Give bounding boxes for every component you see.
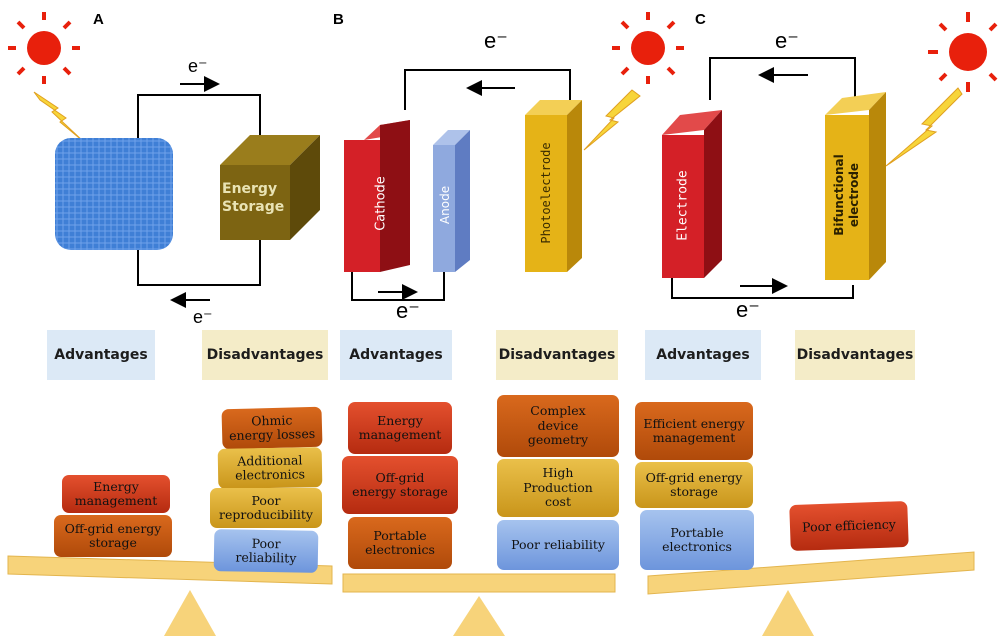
disadvantages-header-a: Disadvantages [202, 330, 328, 380]
storage-cube [220, 135, 320, 240]
sun-icon-a [8, 12, 80, 84]
electron-label-b-top: e⁻ [484, 28, 508, 53]
panel-label-c: C [695, 11, 706, 28]
advantages-header-a: Advantages [47, 330, 155, 380]
electrode-label: Electrode [675, 170, 691, 241]
bifunctional-electrode-label: Bifunctional electrode [832, 154, 861, 236]
circuit-b [351, 69, 571, 301]
disadvantage-block-b-3: Poor reliability [497, 520, 619, 570]
electrode-plate [662, 110, 722, 278]
panel-label-a: A [93, 11, 104, 28]
electron-label-b-bottom: e⁻ [396, 298, 420, 323]
circuit-a [137, 94, 261, 286]
bifunctional-electrode-plate [825, 92, 886, 280]
photoelectrode-label: Photoelectrode [539, 142, 553, 244]
lightning-bolt-icon-c [885, 87, 963, 167]
electron-label-c-top: e⁻ [775, 28, 799, 53]
advantage-block-c-3: Portable electronics [640, 510, 754, 570]
panel-label-b: B [333, 11, 344, 28]
advantage-block-c-1: Efficient energy management [635, 402, 753, 460]
advantage-block-b-3: Portable electronics [348, 517, 452, 569]
circuit-c [671, 57, 856, 299]
advantage-block-b-2: Off-grid energy storage [342, 456, 458, 514]
anode-plate [433, 130, 470, 272]
lightning-bolt-icon-b [583, 89, 641, 151]
anode-label: Anode [438, 185, 452, 225]
disadvantages-header-c: Disadvantages [795, 330, 915, 380]
advantage-block-a-1: Energy management [62, 475, 170, 513]
disadvantage-block-a-4: Poor reliability [213, 529, 319, 573]
advantages-header-b: Advantages [340, 330, 452, 380]
cathode-label: Cathode [373, 176, 389, 231]
advantage-block-a-2: Off-grid energy storage [54, 515, 172, 557]
electron-label-a-top: e⁻ [188, 56, 208, 76]
disadvantage-block-b-2: High Production cost [497, 459, 619, 517]
disadvantage-block-b-1: Complex device geometry [497, 395, 619, 457]
disadvantage-block-a-2: Additional electronics [217, 447, 323, 489]
advantage-block-b-1: Energy management [348, 402, 452, 454]
balance-c [647, 551, 975, 636]
sun-icon-b [612, 12, 684, 84]
disadvantage-block-a-1: Ohmic energy losses [221, 406, 323, 450]
disadvantage-block-a-3: Poor reproducibility [210, 488, 322, 528]
advantage-block-c-2: Off-grid energy storage [635, 462, 753, 508]
disadvantages-header-b: Disadvantages [496, 330, 618, 380]
disadvantage-block-c-1: Poor efficiency [789, 500, 909, 552]
photoelectrode-plate [525, 100, 582, 272]
cathode-plate [344, 120, 410, 272]
solar-panel [55, 138, 173, 250]
balance-b [342, 573, 616, 636]
electron-label-c-bottom: e⁻ [736, 297, 760, 322]
electron-label-a-bottom: e⁻ [193, 307, 213, 327]
sun-icon-c [928, 12, 998, 92]
lightning-bolt-icon-a [33, 91, 85, 143]
advantages-header-c: Advantages [645, 330, 761, 380]
storage-label: Energy Storage [222, 181, 285, 216]
